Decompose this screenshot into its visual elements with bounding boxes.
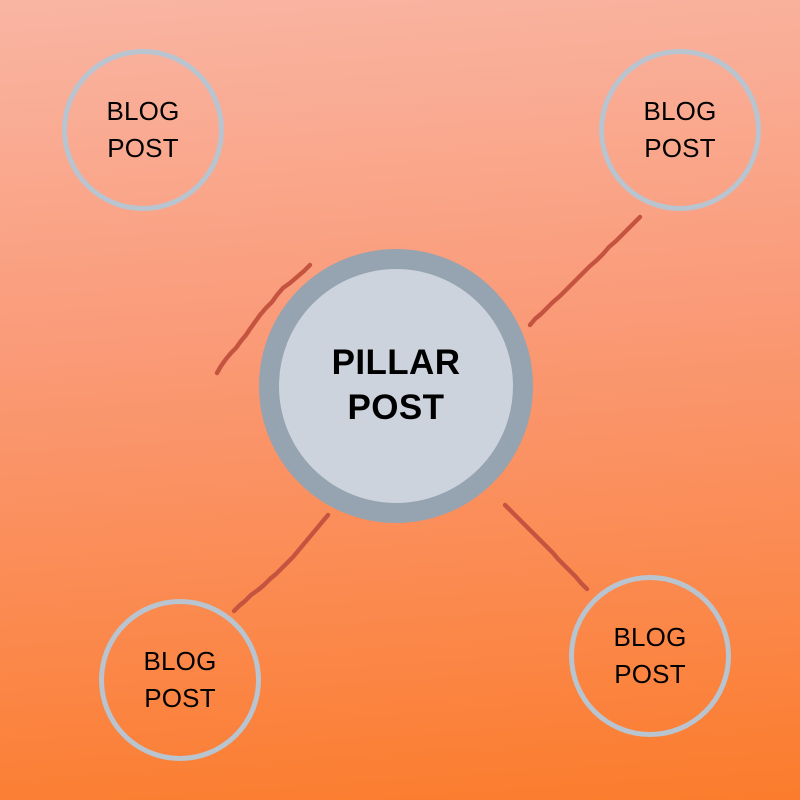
connector-pillar-to-top-left [214, 262, 313, 376]
blog-post-label-line1: BLOG [643, 96, 717, 127]
blog-post-node-bottom-left[interactable]: BLOG POST [99, 599, 261, 761]
pillar-post-label-line1: PILLAR [331, 343, 461, 383]
connector-pillar-to-bottom-right [502, 502, 590, 592]
connector-pillar-to-top-right [527, 214, 643, 328]
blog-post-node-bottom-right[interactable]: BLOG POST [569, 575, 731, 737]
blog-post-label-line1: BLOG [143, 646, 217, 677]
blog-post-label-line2: POST [107, 133, 179, 163]
blog-post-label-line2: POST [144, 683, 216, 713]
blog-post-label-line1: BLOG [613, 622, 687, 653]
blog-post-label-line1: BLOG [106, 96, 180, 127]
blog-post-node-top-left[interactable]: BLOG POST [62, 49, 224, 211]
pillar-post-label-line2: POST [347, 388, 445, 427]
blog-post-label-line2: POST [644, 133, 716, 163]
blog-post-label-line2: POST [614, 659, 686, 689]
blog-post-node-top-right[interactable]: BLOG POST [599, 49, 761, 211]
pillar-post-node[interactable]: PILLAR POST [259, 249, 533, 523]
connector-pillar-to-bottom-left [231, 512, 331, 614]
